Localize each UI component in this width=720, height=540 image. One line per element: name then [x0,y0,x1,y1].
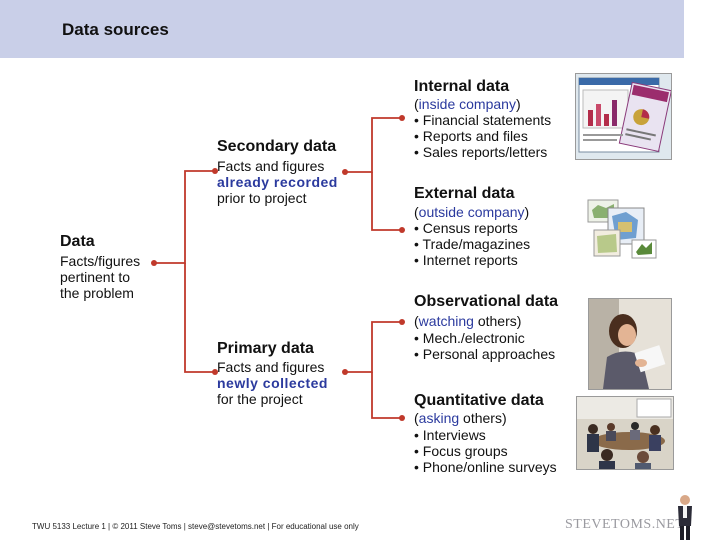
external-item: • Internet reports [414,252,518,268]
observational-data-heading: Observational data [414,293,559,310]
observational-item: • Mech./electronic [414,330,525,346]
quantitative-subtitle: (asking others) [414,410,507,426]
quantitative-item: • Focus groups [414,443,508,459]
quantitative-item: • Interviews [414,427,486,443]
node-dot [399,227,405,233]
data-description-line: the problem [60,285,134,301]
internal-item: • Sales reports/letters [414,144,548,160]
primary-emphasis: newly collected [217,375,328,391]
internal-item: • Financial statements [414,112,552,128]
internal-subtitle: (inside company) [414,96,521,112]
observational-item: • Personal approaches [414,346,556,362]
maps-image [586,196,660,262]
footer-text: TWU 5133 Lecture 1 | © 2011 Steve Toms |… [32,522,359,531]
report-screenshot-image [575,73,672,160]
node-dot [399,319,405,325]
data-description-line: pertinent to [60,269,131,285]
node-dot [212,369,218,375]
connector-secondary-external [371,172,402,231]
data-description-line: Facts/figures [60,253,141,269]
primary-data-heading: Primary data [217,340,314,357]
connector-secondary-internal [345,117,402,173]
secondary-data-heading: Secondary data [217,138,337,155]
connector-data-primary [184,263,215,373]
primary-desc-line: Facts and figures [217,359,325,375]
primary-desc-line: for the project [217,391,303,407]
data-heading: Data [60,233,95,250]
secondary-emphasis: already recorded [217,174,338,190]
node-dot [151,260,157,266]
meeting-room-photo [576,396,674,470]
node-dot [212,168,218,174]
node-dot [399,115,405,121]
node-dot [399,415,405,421]
node-dot [342,369,348,375]
external-subtitle: (outside company) [414,204,530,220]
connector-primary-observational [345,321,402,373]
header-bar: Data sources [0,0,684,58]
quantitative-item: • Phone/online surveys [414,459,557,475]
connector-primary-quantitative [371,372,402,419]
node-dot [342,169,348,175]
page-title: Data sources [62,20,169,39]
external-data-heading: External data [414,185,515,202]
external-item: • Census reports [414,220,518,236]
quantitative-data-heading: Quantitative data [414,392,544,409]
external-item: • Trade/magazines [414,236,531,252]
connector-data-secondary [154,170,215,264]
internal-data-heading: Internal data [414,78,510,95]
site-logo: STEVETOMS.NET [565,517,685,532]
woman-writing-photo [588,298,672,390]
internal-item: • Reports and files [414,128,528,144]
observational-subtitle: (watching others) [414,313,522,329]
secondary-desc-line: Facts and figures [217,158,325,174]
secondary-desc-line: prior to project [217,190,307,206]
presenter-figure-icon [678,495,692,540]
